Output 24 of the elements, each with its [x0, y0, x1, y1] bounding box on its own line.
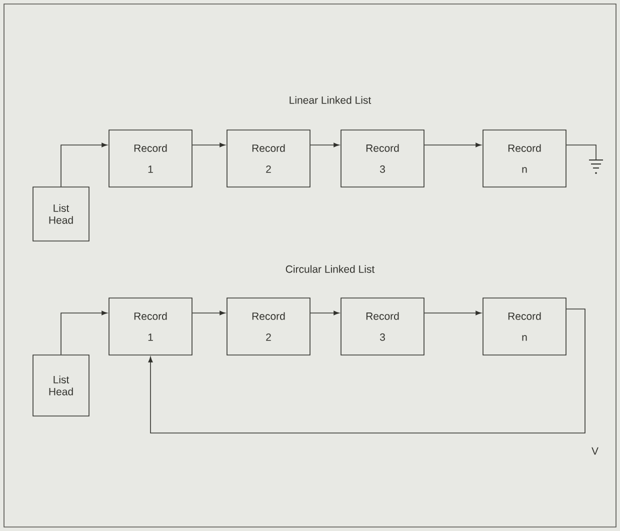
arrow	[566, 144, 596, 160]
record-box: Record 2	[226, 298, 310, 356]
record-box: Record n	[482, 298, 566, 356]
heading: Circular Linked List	[286, 265, 375, 273]
record-box: Record 2	[226, 130, 310, 188]
arrow	[424, 310, 482, 316]
arrow	[310, 310, 340, 316]
heading: Linear Linked List	[290, 96, 372, 104]
record-box: Record 1	[108, 298, 192, 356]
arrow	[310, 142, 340, 148]
record-box: Record 1	[108, 130, 192, 188]
arrow	[148, 308, 586, 434]
arrow	[424, 142, 482, 148]
list-head-box: List Head	[32, 186, 90, 242]
ground-symbol	[588, 160, 604, 174]
arrow	[60, 142, 108, 187]
arrow	[60, 310, 108, 355]
record-box: Record 3	[340, 298, 424, 356]
label: V	[592, 447, 598, 455]
record-box: Record 3	[340, 130, 424, 188]
arrow	[192, 310, 226, 316]
arrow	[192, 142, 226, 148]
record-box: Record n	[482, 130, 566, 188]
list-head-box: List Head	[32, 354, 90, 416]
